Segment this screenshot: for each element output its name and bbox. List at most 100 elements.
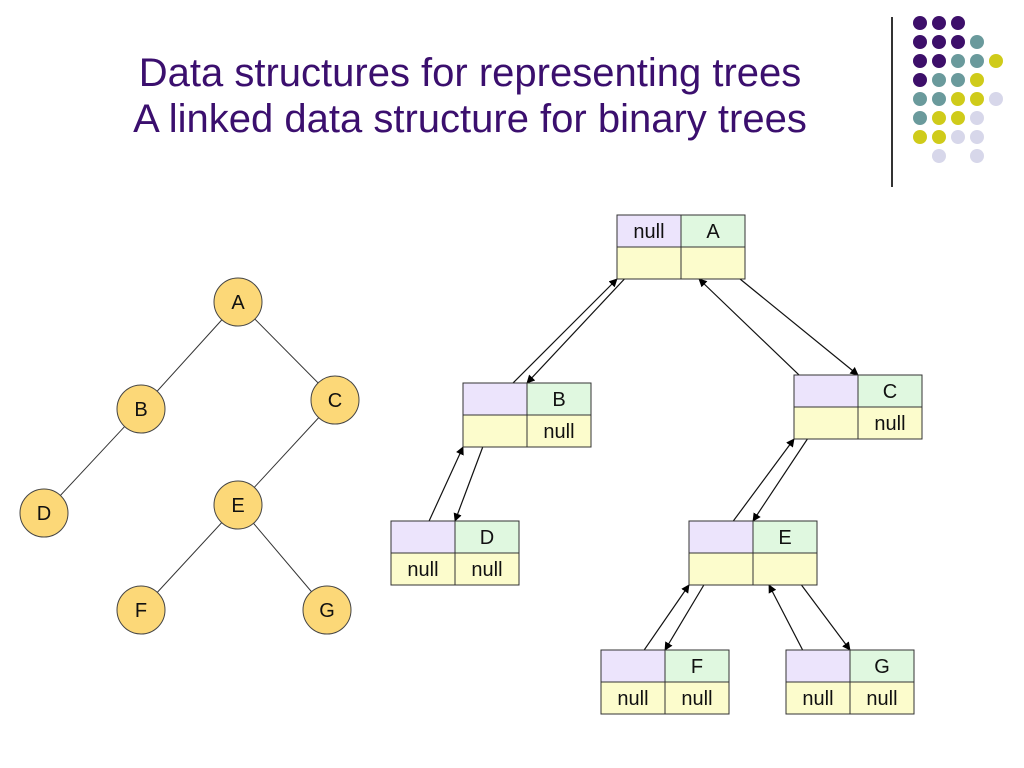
tree-node-G: G: [302, 585, 352, 635]
tree-node-E: E: [213, 480, 263, 530]
tree-node-A: A: [213, 277, 263, 327]
key-cell-text: G: [874, 656, 890, 678]
tree-node-D: D: [19, 488, 69, 538]
key-cell: [857, 374, 923, 408]
decorative-dot: [970, 111, 984, 125]
left-cell-text: null: [407, 559, 438, 581]
right-cell-text: null: [874, 413, 905, 435]
tree-node-F: F: [116, 585, 166, 635]
tree-node-label: B: [134, 399, 147, 421]
tree-node-label: E: [231, 495, 244, 517]
right-cell: [526, 414, 592, 448]
decorative-dot: [913, 54, 927, 68]
binary-tree-edges: [43, 301, 336, 611]
slide-title: Data structures for representing trees A…: [60, 50, 880, 142]
decorative-dot: [970, 149, 984, 163]
title-line-2: A linked data structure for binary trees: [133, 97, 807, 141]
key-cell-text: F: [691, 656, 703, 678]
tree-node-label: C: [328, 390, 342, 412]
right-cell-text: null: [543, 421, 574, 443]
key-cell-text: E: [778, 527, 791, 549]
decorative-dot: [970, 130, 984, 144]
title-divider: [891, 17, 893, 187]
left-cell: [688, 552, 754, 586]
decorative-dot: [932, 149, 946, 163]
decorative-dot: [951, 35, 965, 49]
decorative-dot: [951, 54, 965, 68]
left-cell: [616, 246, 682, 280]
left-cell: [793, 406, 859, 440]
decorative-dot: [951, 130, 965, 144]
right-cell: [454, 552, 520, 586]
right-cell: [680, 246, 746, 280]
decorative-dot: [932, 54, 946, 68]
tree-node-circle: [116, 384, 166, 434]
decorative-dot: [913, 16, 927, 30]
tree-node-label: G: [319, 600, 335, 622]
linked-structure-pointers: [418, 256, 859, 673]
tree-node-B: B: [116, 384, 166, 434]
decorative-dot: [932, 130, 946, 144]
decorative-dot: [951, 16, 965, 30]
key-cell: [664, 649, 730, 683]
decorative-dot: [913, 130, 927, 144]
right-cell: [752, 552, 818, 586]
left-cell-text: null: [617, 688, 648, 710]
right-cell: [857, 406, 923, 440]
key-cell: [454, 520, 520, 554]
tree-node-circle: [213, 277, 263, 327]
decorative-dot: [970, 73, 984, 87]
tree-node-circle: [19, 488, 69, 538]
key-cell-text: B: [552, 389, 565, 411]
key-cell-text: C: [883, 381, 897, 403]
title-line-1: Data structures for representing trees: [138, 51, 802, 95]
decorative-dot: [913, 111, 927, 125]
right-cell-text: null: [866, 688, 897, 710]
tree-node-label: A: [231, 292, 245, 314]
parent-cell: [785, 649, 851, 683]
parent-cell: [600, 649, 666, 683]
decorative-dot: [932, 111, 946, 125]
left-cell-text: null: [802, 688, 833, 710]
decorative-dot: [970, 54, 984, 68]
decorative-dot: [932, 16, 946, 30]
tree-node-circle: [310, 375, 360, 425]
key-cell: [526, 382, 592, 416]
decorative-dot-grid: [913, 16, 1003, 163]
decorative-dot: [932, 92, 946, 106]
decorative-dot: [951, 92, 965, 106]
linked-node-E: E: [688, 520, 818, 586]
tree-node-circle: [302, 585, 352, 635]
key-cell: [680, 214, 746, 248]
parent-cell: [793, 374, 859, 408]
decorative-dot: [951, 73, 965, 87]
decorative-dot: [913, 92, 927, 106]
parent-cell-text: null: [633, 221, 664, 243]
tree-node-label: F: [135, 600, 147, 622]
left-cell: [785, 681, 851, 715]
left-cell: [462, 414, 528, 448]
tree-node-C: C: [310, 375, 360, 425]
key-cell-text: D: [480, 527, 494, 549]
binary-tree-nodes: A B C D E F G: [19, 277, 360, 635]
decorative-dot: [989, 92, 1003, 106]
tree-node-circle: [116, 585, 166, 635]
decorative-dot: [989, 54, 1003, 68]
parent-cell: [462, 382, 528, 416]
right-cell-text: null: [471, 559, 502, 581]
decorative-dot: [932, 73, 946, 87]
parent-cell: [390, 520, 456, 554]
decorative-dot: [913, 35, 927, 49]
decorative-dot: [932, 35, 946, 49]
right-cell: [849, 681, 915, 715]
decorative-dot: [951, 111, 965, 125]
tree-node-circle: [213, 480, 263, 530]
tree-node-label: D: [37, 503, 51, 525]
